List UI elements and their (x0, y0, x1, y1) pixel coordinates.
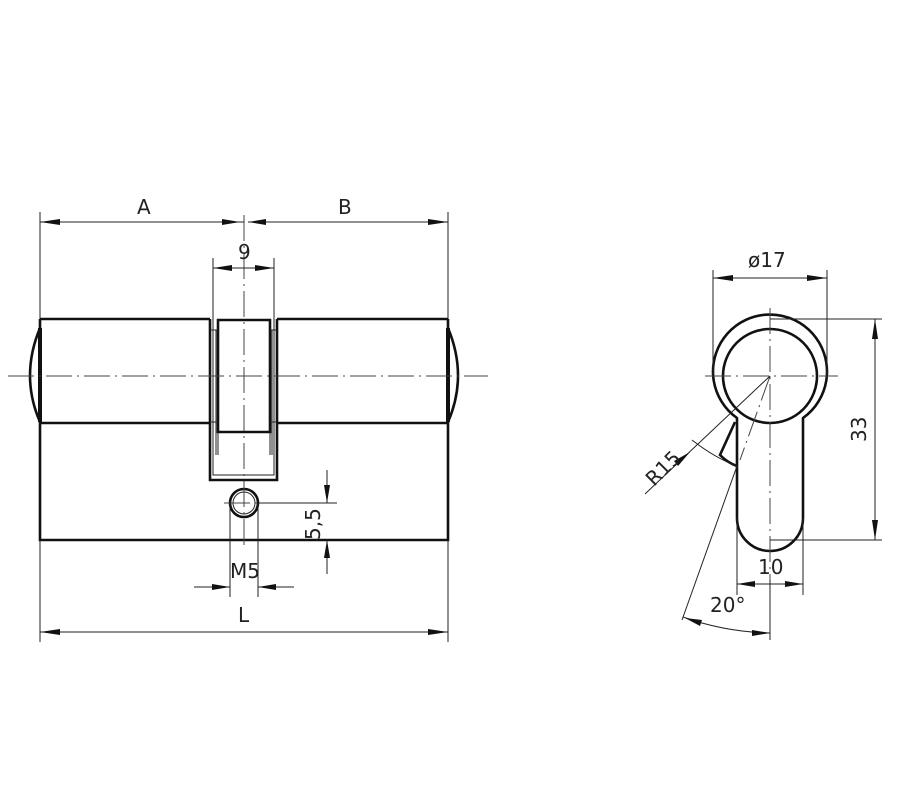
dimension-screw-thread-label: M5 (230, 559, 260, 583)
dimension-b-label: B (338, 195, 352, 219)
dimension-total-length: L (40, 603, 448, 635)
dimension-angle-label: 20° (710, 593, 745, 617)
dimension-screw-thread: M5 (194, 559, 294, 590)
dimension-a-label: A (137, 195, 151, 219)
cam-slot (208, 318, 279, 482)
dimension-cam-width: 9 (213, 240, 274, 271)
dimension-height: 33 (847, 319, 878, 540)
dimension-height-label: 33 (847, 417, 871, 442)
dimension-b: B (248, 195, 448, 225)
dimension-screw-offset-label: 5,5 (301, 508, 325, 540)
dimension-angle: 20° (681, 465, 771, 636)
dimension-diameter-label: ø17 (748, 248, 786, 272)
dimension-cam-width-label: 9 (238, 240, 251, 264)
dimension-a: A (40, 195, 244, 225)
dimension-total-length-label: L (238, 603, 250, 627)
profile-view: ø17 33 10 R15 20° (641, 248, 882, 640)
dimension-stem-width: 10 (737, 555, 803, 587)
dimension-diameter: ø17 (713, 248, 827, 281)
dimension-radius: R15 (641, 375, 771, 495)
dimension-screw-offset: 5,5 (301, 470, 330, 574)
dimension-stem-width-label: 10 (758, 555, 783, 579)
dimension-radius-label: R15 (641, 446, 686, 491)
side-view: A B 9 M5 L (8, 195, 488, 642)
